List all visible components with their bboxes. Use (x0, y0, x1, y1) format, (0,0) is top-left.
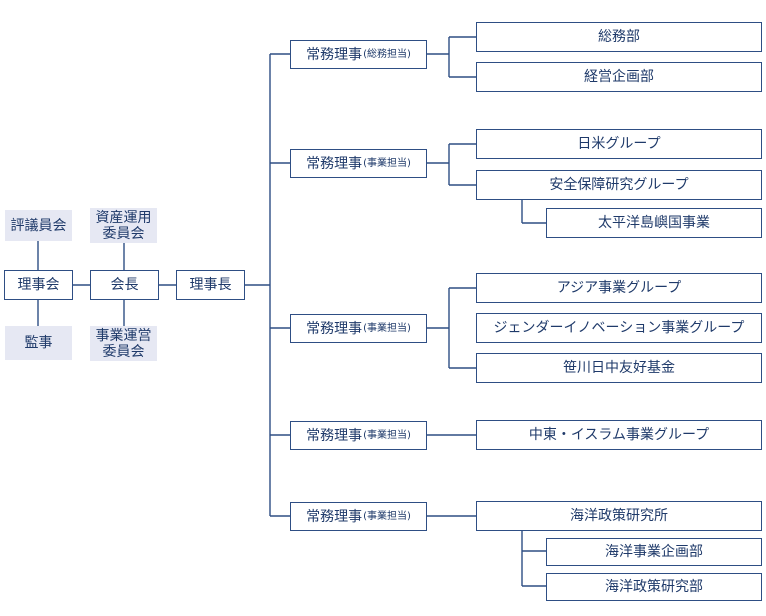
dept-label: アジア事業グループ (556, 280, 682, 296)
chairman-label: 会長 (110, 277, 139, 293)
dept-ocean-policy: 海洋政策研究所 (476, 501, 762, 531)
directors-label: 理事会 (17, 277, 60, 293)
managing-director-duty: (総務担当) (363, 48, 411, 60)
asset-committee-box: 資産運用 委員会 (90, 208, 157, 243)
dept-gender: ジェンダーイノベーション事業グループ (476, 313, 762, 343)
dept-ocean-research: 海洋政策研究部 (546, 573, 762, 601)
managing-director-duty: (事業担当) (363, 429, 411, 441)
dept-label: 総務部 (598, 29, 640, 45)
president-box: 理事長 (176, 270, 245, 300)
dept-label: 海洋政策研究所 (570, 508, 668, 524)
managing-director-duty: (事業担当) (363, 157, 411, 169)
managing-director-programs-2: 常務理事(事業担当) (290, 314, 427, 343)
managing-director-programs-3: 常務理事(事業担当) (290, 421, 427, 450)
managing-director-duty: (事業担当) (363, 322, 411, 334)
dept-label: 安全保障研究グループ (549, 177, 689, 193)
chairman-box: 会長 (90, 270, 159, 300)
managing-director-title: 常務理事 (306, 427, 363, 444)
dept-middle-east: 中東・イスラム事業グループ (476, 420, 762, 450)
auditors-label: 監事 (24, 335, 53, 351)
managing-director-title: 常務理事 (306, 320, 363, 337)
trustees-label: 評議員会 (10, 217, 67, 234)
dept-label: 日米グループ (577, 136, 661, 152)
managing-director-programs-1: 常務理事(事業担当) (290, 149, 427, 178)
asset-committee-line-2: 委員会 (102, 225, 145, 242)
dept-label: 中東・イスラム事業グループ (528, 427, 710, 443)
auditors-box: 監事 (5, 326, 72, 360)
dept-sasakawa-fund: 笹川日中友好基金 (476, 353, 762, 383)
operations-committee-line-2: 委員会 (102, 343, 145, 360)
dept-asia: アジア事業グループ (476, 273, 762, 303)
dept-label: 笹川日中友好基金 (563, 360, 675, 376)
managing-director-programs-4: 常務理事(事業担当) (290, 502, 427, 531)
directors-box: 理事会 (4, 270, 73, 300)
president-label: 理事長 (189, 277, 232, 293)
dept-label: 海洋政策研究部 (605, 579, 703, 595)
dept-management-planning: 経営企画部 (476, 62, 762, 92)
dept-label: 経営企画部 (584, 69, 654, 85)
dept-label: ジェンダーイノベーション事業グループ (493, 320, 745, 336)
asset-committee-line-1: 資産運用 (95, 209, 152, 226)
managing-director-title: 常務理事 (306, 46, 363, 63)
dept-general-affairs: 総務部 (476, 22, 762, 52)
trustees-box: 評議員会 (5, 210, 72, 241)
dept-pacific-islands: 太平洋島嶼国事業 (546, 208, 762, 238)
dept-label: 海洋事業企画部 (605, 544, 703, 560)
managing-director-duty: (事業担当) (363, 510, 411, 522)
operations-committee-box: 事業運営 委員会 (90, 326, 157, 361)
managing-director-title: 常務理事 (306, 508, 363, 525)
managing-director-general-affairs: 常務理事(総務担当) (290, 40, 427, 69)
operations-committee-line-1: 事業運営 (95, 327, 152, 344)
dept-label: 太平洋島嶼国事業 (598, 215, 710, 231)
dept-japan-us: 日米グループ (476, 129, 762, 159)
dept-security: 安全保障研究グループ (476, 170, 762, 200)
dept-ocean-planning: 海洋事業企画部 (546, 538, 762, 566)
managing-director-title: 常務理事 (306, 155, 363, 172)
